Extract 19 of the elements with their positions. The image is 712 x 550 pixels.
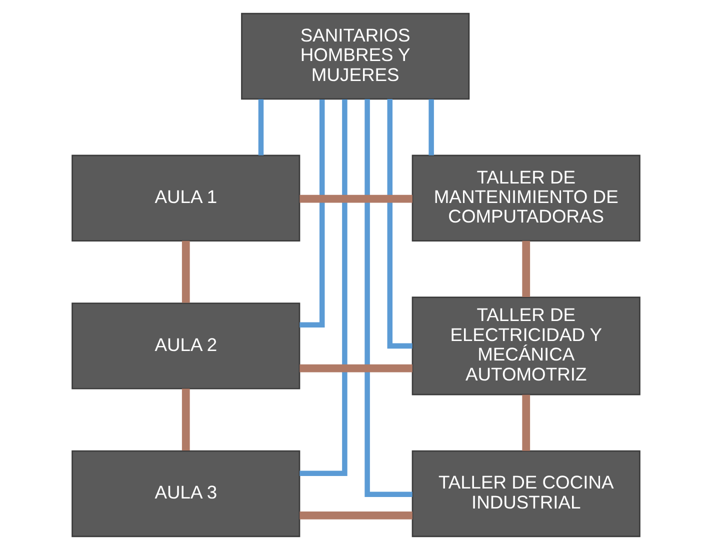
connector (300, 194, 412, 203)
connector (522, 394, 530, 451)
connector (300, 99, 348, 476)
node-box: AULA 3 (72, 450, 300, 538)
node-box: SANITARIOS HOMBRES Y MUJERES (241, 12, 470, 100)
connector (522, 240, 530, 298)
node-box: TALLER DE COCINA INDUSTRIAL (412, 450, 640, 538)
connector (258, 99, 264, 156)
node-box: AULA 2 (72, 302, 300, 390)
connector (182, 388, 190, 451)
node-box: AULA 1 (72, 154, 300, 242)
node-box: TALLER DE MANTENIMIENTO DE COMPUTADORAS (412, 154, 640, 242)
connector (364, 99, 412, 497)
connector (182, 240, 190, 303)
connector (387, 99, 412, 349)
connector (300, 511, 412, 520)
connector (428, 99, 434, 156)
connector (300, 364, 412, 372)
node-box: TALLER DE ELECTRICIDAD Y MECÁNICA AUTOMOTRIZ (412, 296, 640, 396)
